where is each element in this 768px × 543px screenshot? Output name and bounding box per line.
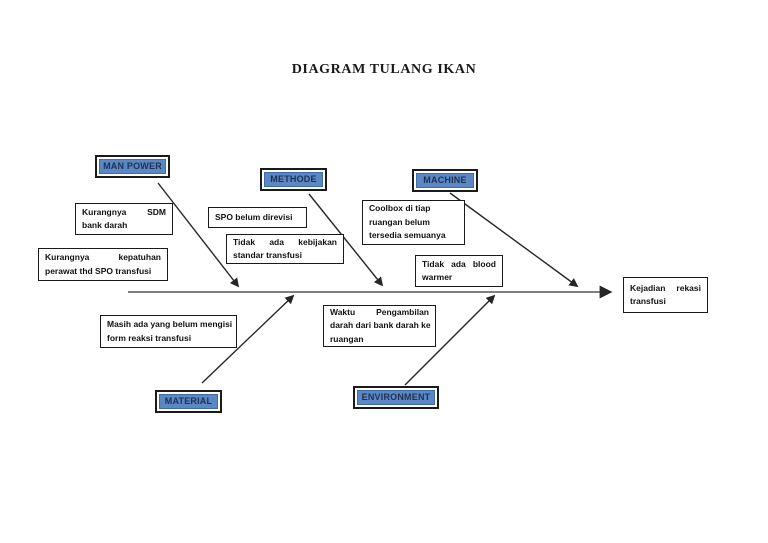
effect-box: Kejadian rekasi transfusi — [623, 277, 708, 313]
cause-text-line: perawat thd SPO transfusi — [45, 265, 152, 276]
bone-machine — [449, 192, 579, 288]
cause-text-line: Kurangnya kepatuhan — [45, 252, 161, 262]
page-title: DIAGRAM TULANG IKAN — [291, 62, 477, 77]
bone-man-power — [157, 182, 240, 288]
cause-box-spo: SPO belum direvisi — [208, 207, 307, 228]
category-methode-label: METHODE — [264, 172, 323, 187]
category-man-power: MAN POWER — [95, 155, 170, 178]
cause-text-line: Tidak ada kebijakan — [233, 236, 337, 247]
cause-text-line: form reaksi transfusi — [107, 332, 192, 343]
cause-text-line: ruangan belum — [369, 216, 430, 227]
cause-box-form-reaksi: Masih ada yang belum mengisi form reaksi… — [100, 315, 237, 348]
cause-text-line: darah dari bank darah ke — [330, 320, 431, 331]
cause-box-kurangnya-sdm: Kurangnya SDM bank darah — [75, 203, 173, 235]
cause-box-kebijakan: Tidak ada kebijakan standar transfusi — [226, 234, 344, 264]
category-material-label: MATERIAL — [159, 394, 218, 409]
cause-text-line: ruangan — [330, 333, 364, 344]
effect-text-line: transfusi — [630, 296, 666, 306]
cause-text-line: tersedia semuanya — [369, 230, 446, 241]
category-environment: ENVIRONMENT — [353, 386, 439, 409]
effect-text-line: Kejadian rekasi — [630, 282, 701, 293]
category-methode: METHODE — [260, 168, 327, 191]
cause-text-line: Coolbox di tiap — [369, 203, 431, 214]
category-material: MATERIAL — [155, 390, 222, 413]
cause-text-line: Masih ada yang belum mengisi — [107, 319, 233, 329]
cause-text-line: warmer — [422, 272, 453, 282]
category-environment-label: ENVIRONMENT — [357, 390, 435, 405]
bone-material — [201, 294, 295, 384]
category-man-power-label: MAN POWER — [99, 159, 166, 174]
category-machine: MACHINE — [412, 169, 478, 192]
bone-environment — [404, 294, 496, 386]
category-machine-label: MACHINE — [416, 173, 474, 188]
cause-box-waktu: Waktu Pengambilan darah dari bank darah … — [323, 305, 436, 347]
cause-text-line: SPO belum direvisi — [215, 211, 293, 222]
cause-text-line: Kurangnya SDM — [82, 206, 166, 217]
cause-box-blood-warmer: Tidak ada blood warmer — [415, 255, 503, 287]
cause-text-line: bank darah — [82, 220, 128, 230]
cause-box-kepatuhan: Kurangnya kepatuhan perawat thd SPO tran… — [38, 248, 168, 281]
cause-text-line: Tidak ada blood — [422, 258, 496, 269]
cause-box-coolbox: Coolbox di tiap ruangan belum tersedia s… — [362, 200, 465, 245]
bone-methode — [308, 193, 384, 287]
cause-text-line: standar transfusi — [233, 250, 302, 260]
cause-text-line: Waktu Pengambilan — [330, 306, 429, 317]
